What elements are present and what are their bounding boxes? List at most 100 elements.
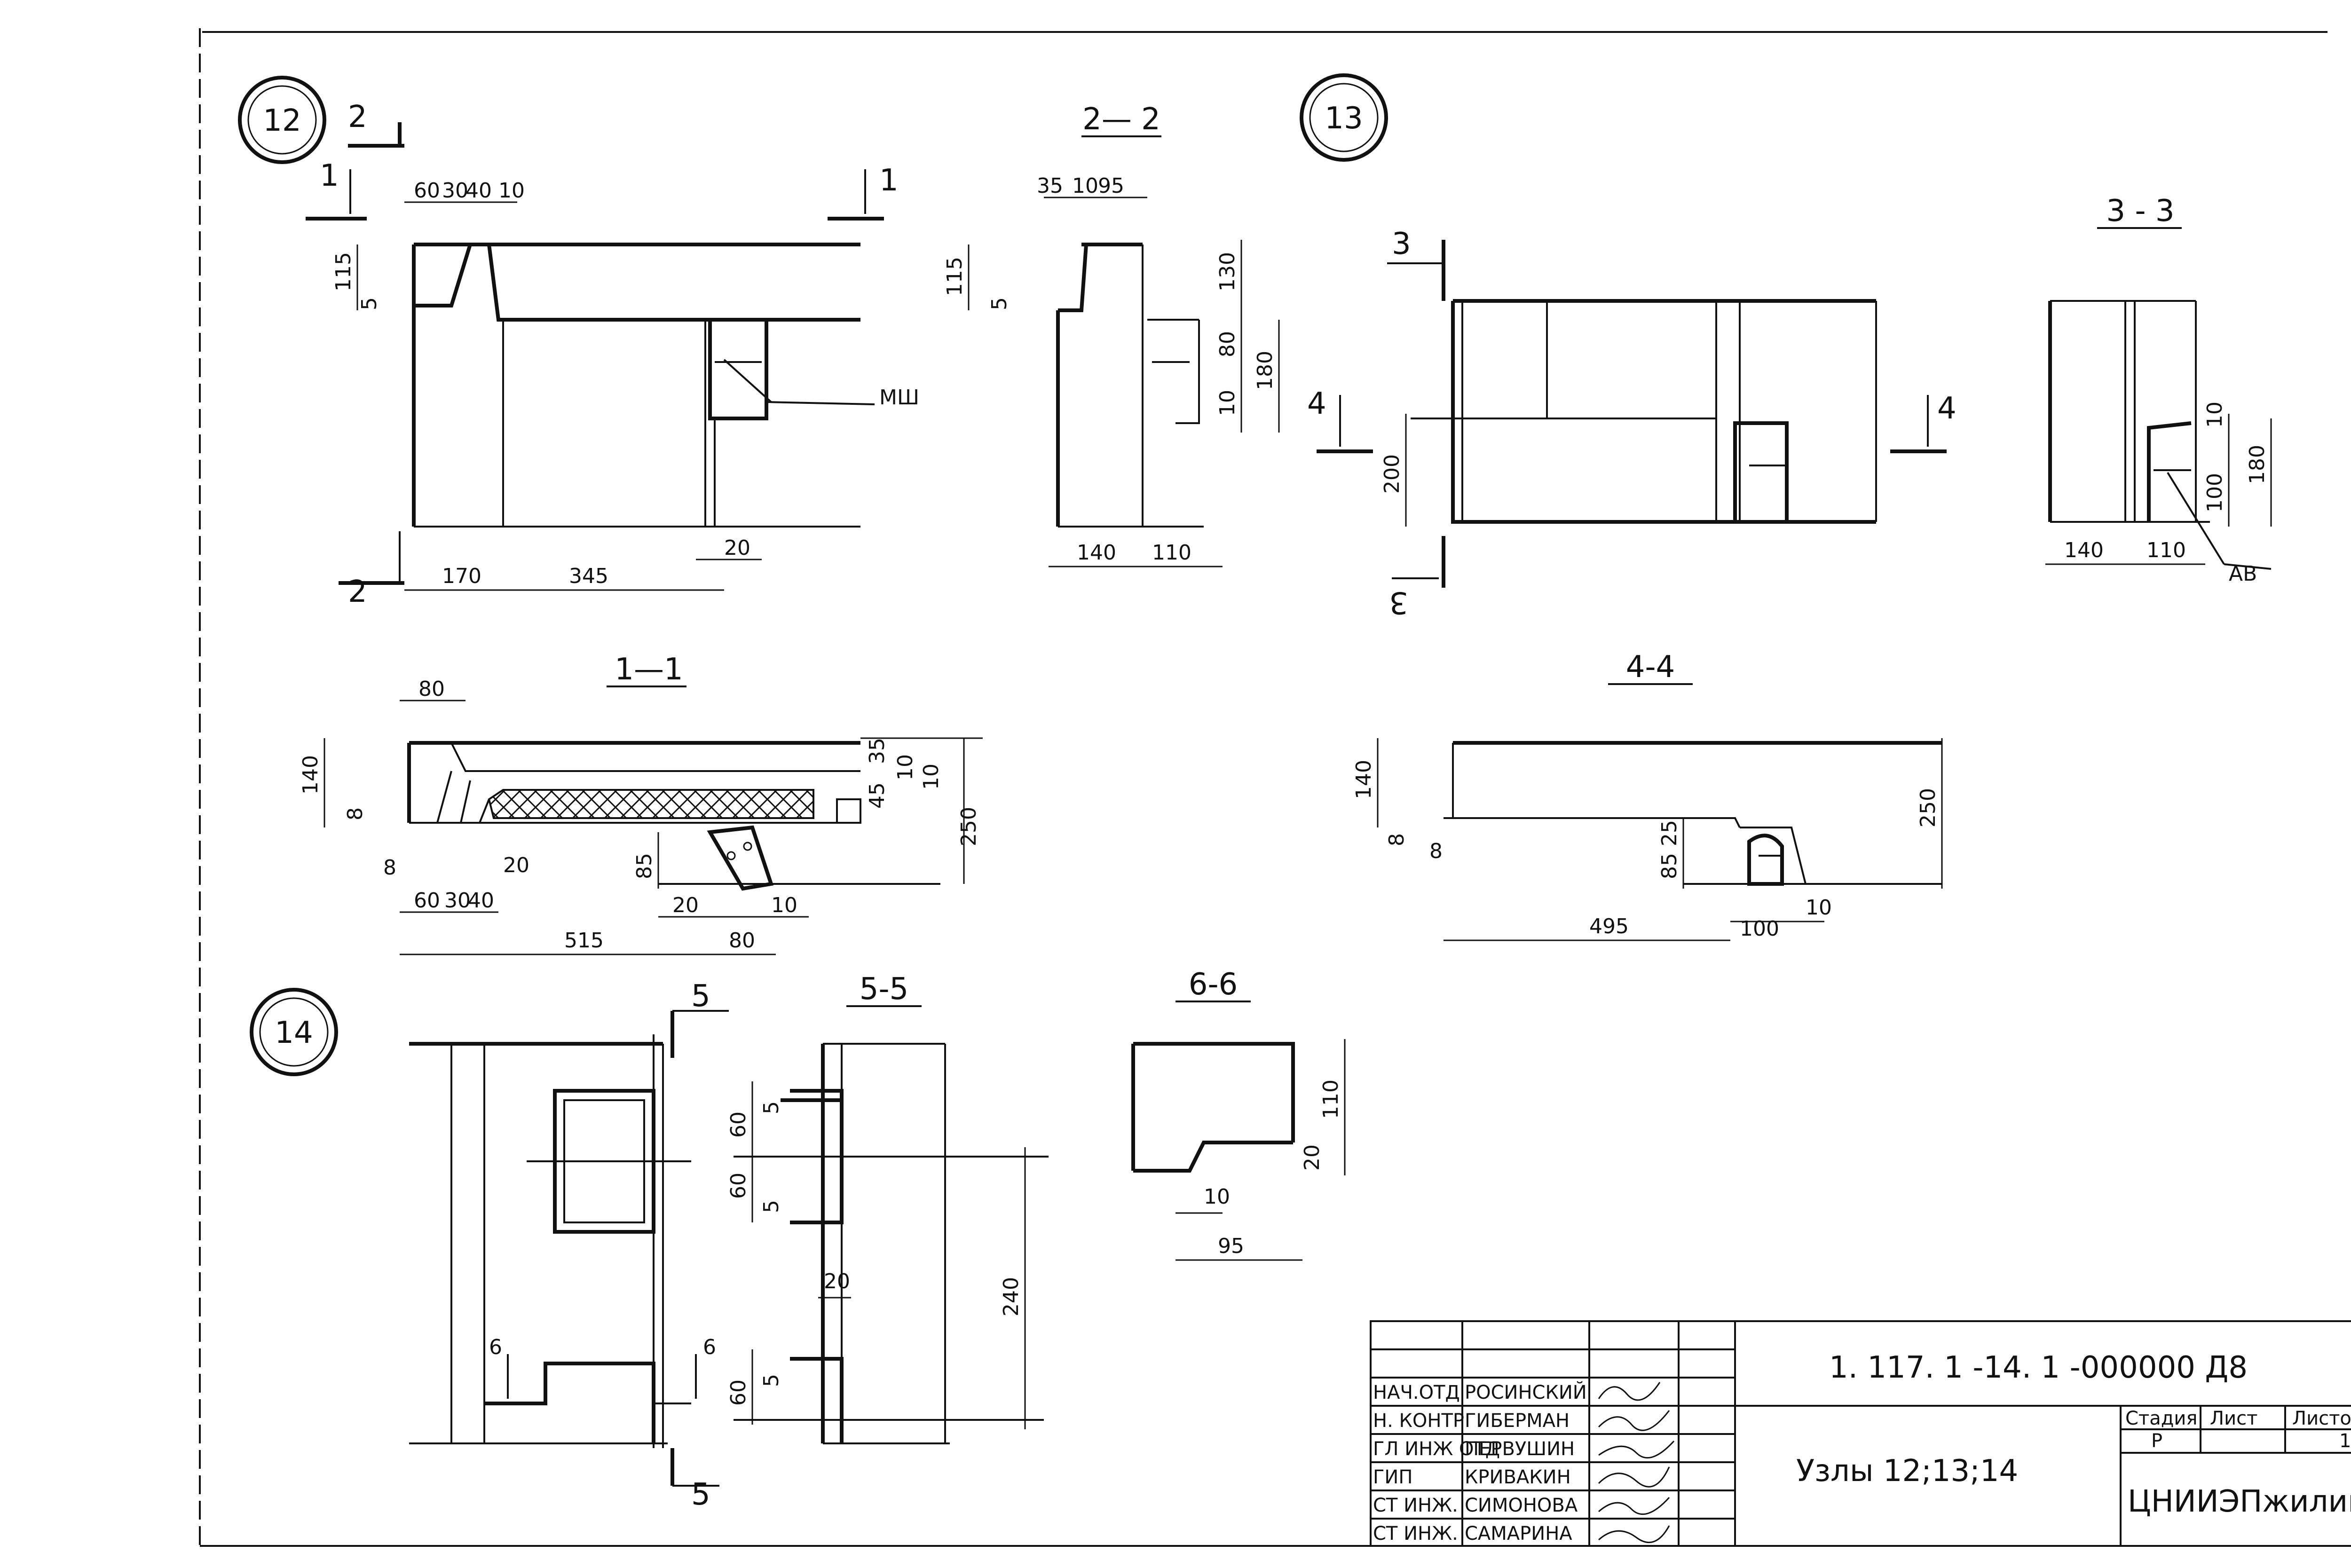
dim-22-140: 140 [1077,541,1116,565]
cut-5-bottom: 5 [691,1477,710,1512]
node-13-drawing: 13 3 3 4 4 200 [1300,73,1957,620]
dim-55-5c: 5 [759,1374,783,1387]
dim-33-100: 100 [2203,473,2227,512]
dim-11-250: 250 [957,807,981,846]
node-14-label: 14 [275,1016,313,1050]
node-13-label: 13 [1325,101,1363,136]
section-1-1: 1—1 80 140 8 8 20 60 30 40 85 20 10 515 … [299,652,983,955]
role-1: Н. КОНТР [1373,1410,1464,1432]
cut-3-top: 3 [1392,227,1411,261]
dim-11-30: 30 [444,889,471,913]
role-5: СТ ИНЖ. [1373,1523,1458,1544]
sheet-label: Лист [2210,1408,2257,1429]
sheets-value: 1 [2339,1430,2351,1452]
role-2: ГЛ ИНЖ ОТД [1373,1438,1500,1460]
name-2: ПЕРВУШИН [1465,1438,1575,1460]
dim-33-180: 180 [2245,445,2269,484]
name-3: КРИВАКИН [1465,1466,1571,1488]
signature-0 [1598,1382,1661,1401]
name-5: САМАРИНА [1465,1523,1572,1544]
dim-44-85: 85 [1657,853,1681,879]
signature-2 [1598,1440,1675,1459]
sheet-frame [199,28,2351,1547]
dim-11-60: 60 [414,889,440,913]
callout-av: АВ [2229,562,2257,586]
dim-11-10a: 10 [893,754,917,780]
dim-66-20: 20 [1300,1144,1324,1171]
dim-12-20: 20 [724,536,750,560]
dim-22-130: 130 [1215,252,1239,292]
dim-12-10: 10 [498,179,525,203]
cut-1-right: 1 [879,163,899,198]
dim-12-170: 170 [442,564,481,588]
dim-22-80: 80 [1215,331,1239,357]
stage-label: Стадия [2125,1408,2197,1429]
role-3: ГИП [1373,1466,1412,1488]
dim-11-10b: 10 [919,764,943,790]
section-3-3: 3 - 3 АВ 10 180 100 140 110 [2045,194,2272,586]
signature-1 [1598,1410,1670,1431]
node-12-circle [238,76,326,164]
dim-33-10: 10 [2203,402,2227,428]
dim-11-20b: 20 [672,893,699,917]
dim-55-5b: 5 [759,1200,783,1213]
dim-11-80b: 80 [729,929,755,953]
dim-55-60a: 60 [726,1111,750,1138]
signature-3 [1598,1466,1670,1488]
node-14-circle [250,988,338,1076]
dim-55-60b: 60 [726,1173,750,1199]
dim-11-85: 85 [632,853,656,879]
dim-11-8a: 8 [343,807,367,820]
doc-code: 1. 117. 1 -14. 1 -000000 Д8 [1829,1350,2248,1385]
dim-44-25: 25 [1657,820,1681,846]
dim-13-200: 200 [1380,454,1404,494]
dim-22-115: 115 [943,257,967,296]
section-2-2: 2— 2 35 10 95 115 5 130 80 180 10 140 11… [943,102,1280,567]
dim-22-10: 10 [1072,174,1098,198]
dim-44-8a: 8 [1385,833,1409,846]
cut-6-left: 6 [489,1335,502,1359]
signature-5 [1598,1525,1670,1543]
cut-4-left: 4 [1307,386,1326,421]
dim-11-40: 40 [468,889,494,913]
dim-11-35: 35 [865,738,889,764]
section-5-5: 5-5 5 60 60 5 20 240 60 5 [726,972,1049,1444]
dim-44-10: 10 [1806,896,1832,920]
dim-11-515: 515 [564,929,604,953]
role-0: НАЧ.ОТД [1373,1382,1460,1403]
dim-12-40: 40 [465,179,492,203]
name-1: ГИБЕРМАН [1465,1410,1570,1432]
section-5-5-title: 5-5 [860,972,909,1007]
role-4: СТ ИНЖ. [1373,1495,1458,1516]
dim-44-8b: 8 [1429,839,1443,863]
dim-66-110: 110 [1319,1079,1343,1119]
dim-11-8b: 8 [383,856,396,880]
name-0: РОСИНСКИЙ [1465,1381,1587,1403]
dim-66-95: 95 [1218,1234,1244,1258]
dim-66-10: 10 [1204,1185,1230,1209]
dim-55-240: 240 [999,1277,1023,1316]
dim-12-5: 5 [357,297,381,310]
dim-55-60c: 60 [726,1379,750,1406]
dim-22-5: 5 [987,297,1011,310]
dim-11-140: 140 [299,755,323,795]
section-3-3-title: 3 - 3 [2106,194,2174,229]
dim-44-250: 250 [1916,788,1940,827]
dim-55-5a: 5 [759,1101,783,1114]
node-14-drawing: 14 5 5 6 6 [250,979,729,1512]
dim-12-345: 345 [569,564,608,588]
dim-12-115: 115 [331,252,355,292]
signature-4 [1598,1497,1670,1515]
dim-22-180: 180 [1253,351,1277,390]
dim-22-10b: 10 [1215,390,1239,416]
dim-44-100: 100 [1740,917,1779,941]
section-4-4-title: 4-4 [1626,650,1675,685]
callout-msh: МШ [879,386,919,410]
title-block: 1. 117. 1 -14. 1 -000000 Д8 Узлы 12;13;1… [1370,1320,2351,1547]
dim-11-10: 10 [771,893,797,917]
dim-55-20: 20 [824,1269,850,1293]
cut-2-top: 2 [348,100,367,134]
dim-11-45: 45 [865,782,889,809]
dim-33-140: 140 [2064,538,2104,562]
